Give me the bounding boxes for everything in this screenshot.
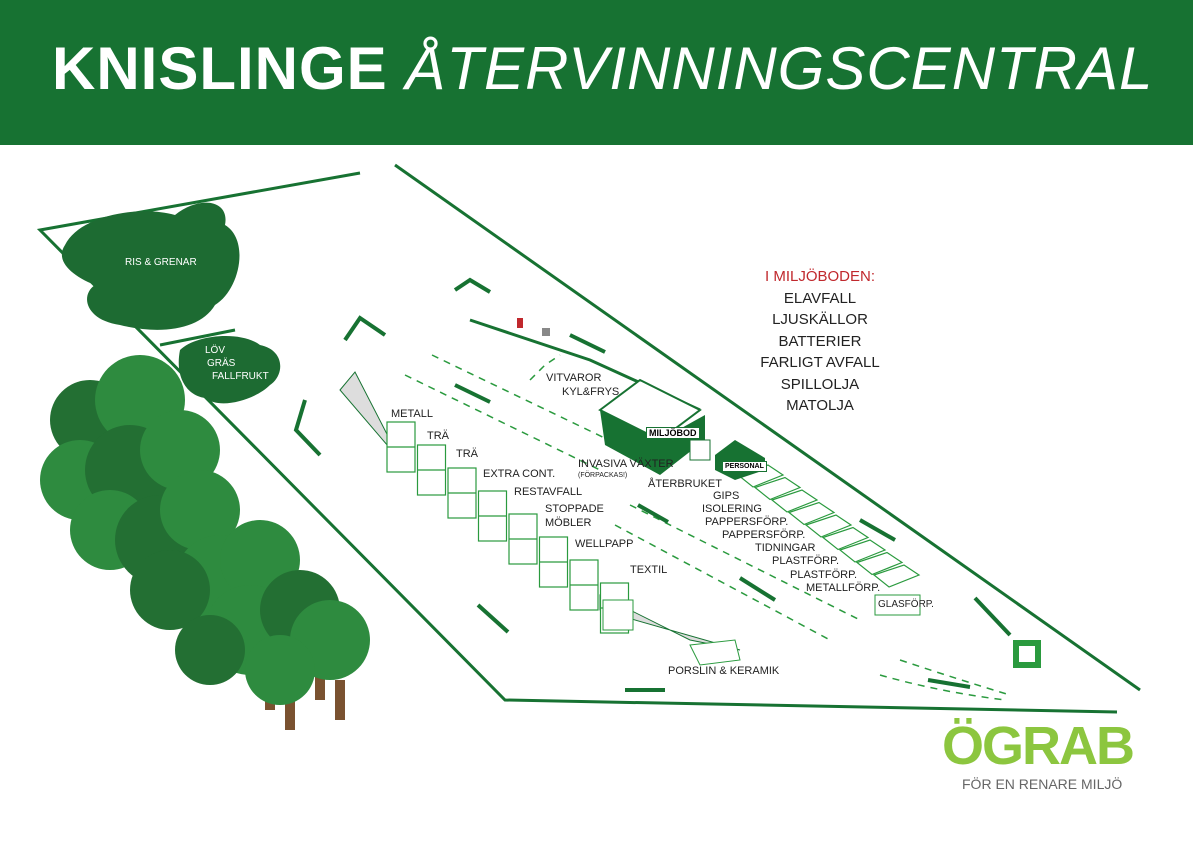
container-label: TRÄ bbox=[456, 448, 478, 460]
page-title: KNISLINGE ÅTERVINNINGSCENTRAL bbox=[52, 35, 1154, 102]
recycling-bin bbox=[855, 551, 904, 576]
containers bbox=[386, 421, 630, 634]
bin-label: GIPS bbox=[713, 490, 740, 502]
recycling-bin bbox=[872, 564, 921, 588]
tree-canopy bbox=[245, 635, 315, 705]
bin-label: ISOLERING bbox=[702, 503, 762, 515]
bin-label: PAPPERSFÖRP. bbox=[722, 529, 806, 541]
area-ris: RIS & GRENAR bbox=[125, 257, 197, 268]
station-glasforp: GLASFÖRP. bbox=[878, 599, 934, 610]
tree-trunk bbox=[285, 690, 295, 730]
bin-label: METALLFÖRP. bbox=[806, 582, 881, 594]
area-lov: LÖV bbox=[205, 345, 226, 356]
container-label: TRÄ bbox=[427, 430, 449, 442]
bin-label: PLASTFÖRP. bbox=[790, 569, 858, 581]
bin-label: PLASTFÖRP. bbox=[772, 555, 840, 567]
miljobod-tag: MILJÖBOD bbox=[646, 427, 700, 439]
tree-trunk bbox=[315, 660, 325, 700]
recycling-bin bbox=[787, 501, 836, 526]
legend-item: ELAVFALL bbox=[783, 289, 857, 307]
station-porslin: PORSLIN & KERAMIK bbox=[668, 665, 780, 677]
miljobod-legend: I MILJÖBODEN: ELAVFALL LJUSKÄLLOR BATTER… bbox=[740, 266, 900, 417]
recycling-bin bbox=[770, 489, 819, 513]
station-forpackas: (FÖRPACKAS!) bbox=[578, 472, 628, 479]
container-label: WELLPAPP bbox=[575, 538, 634, 550]
legend-heading: I MILJÖBODEN: bbox=[764, 268, 876, 285]
container-label: TEXTIL bbox=[630, 564, 668, 576]
lanes bbox=[404, 354, 1011, 701]
header-banner: KNISLINGE ÅTERVINNINGSCENTRAL bbox=[0, 0, 1193, 145]
station-aterbruket: ÅTERBRUKET bbox=[648, 478, 722, 490]
container-label: RESTAVFALL bbox=[514, 486, 583, 498]
legend-item: MATOLJA bbox=[786, 397, 854, 414]
tree-trunk bbox=[335, 680, 345, 720]
area-fallfrukt: FALLFRUKT bbox=[212, 371, 269, 382]
station-vitvaror: VITVAROR bbox=[546, 372, 602, 384]
direction-arrows bbox=[293, 277, 1012, 692]
bin-label: TIDNINGAR bbox=[755, 542, 816, 554]
container-label: METALL bbox=[391, 408, 433, 420]
ograb-logo: ÖGRAB FÖR EN RENARE MILJÖ bbox=[942, 716, 1135, 792]
barrier-icon bbox=[517, 318, 550, 336]
container-label: MÖBLER bbox=[545, 517, 592, 529]
legend-item: SPILLOLJA bbox=[780, 375, 860, 393]
station-invasiva: INVASIVA VÄXTER bbox=[578, 458, 674, 470]
recycling-bin bbox=[821, 526, 870, 551]
recycling-bin bbox=[838, 539, 887, 563]
tree-canopy bbox=[175, 615, 245, 685]
station-kylfrys: KYL&FRYS bbox=[562, 386, 620, 398]
legend-item: BATTERIER bbox=[778, 332, 862, 350]
recycling-bin bbox=[804, 514, 853, 538]
trees bbox=[40, 355, 370, 730]
recycling-bins bbox=[736, 464, 921, 588]
bushes bbox=[61, 202, 281, 404]
bin-label: PAPPERSFÖRP. bbox=[705, 516, 789, 528]
container-label: STOPPADE bbox=[545, 503, 604, 515]
area-gras: GRÄS bbox=[207, 358, 236, 369]
recycling-sign-icon bbox=[1013, 640, 1041, 668]
legend-item: LJUSKÄLLOR bbox=[772, 311, 868, 328]
tree-canopy bbox=[130, 550, 210, 630]
tree-canopy bbox=[160, 470, 240, 550]
legend-item: FARLIGT AVFALL bbox=[760, 354, 880, 371]
container-label: EXTRA CONT. bbox=[483, 468, 556, 480]
recycling-bin bbox=[753, 476, 802, 501]
personal-tag: PERSONAL bbox=[722, 461, 767, 472]
